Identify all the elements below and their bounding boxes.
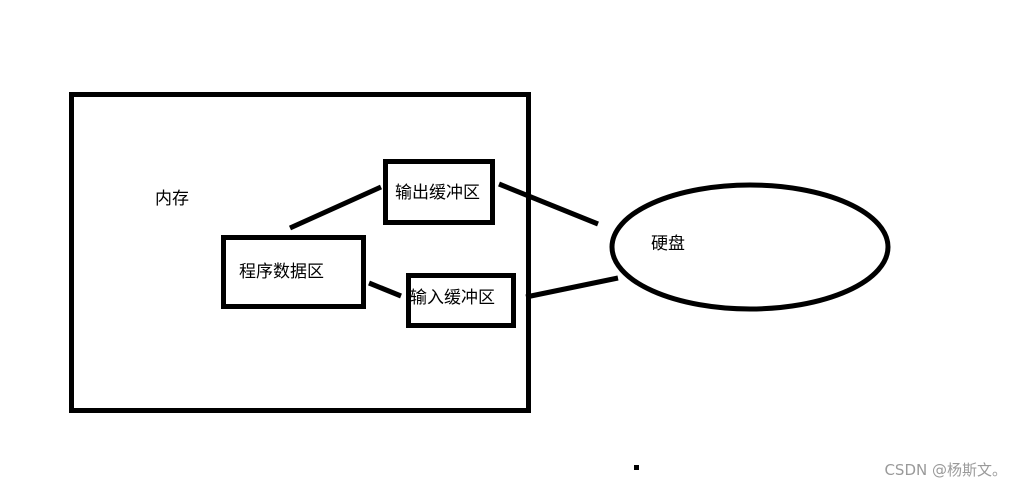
memory-label: 内存 (155, 189, 189, 209)
program-data-label: 程序数据区 (239, 262, 324, 282)
line-program-to-input (368, 280, 402, 299)
input-buffer-label: 输入缓冲区 (410, 288, 495, 308)
output-buffer-label: 输出缓冲区 (395, 183, 480, 203)
watermark: CSDN @杨斯文。 (884, 461, 1007, 479)
stray-dot (634, 465, 639, 470)
program-data-box (221, 235, 366, 309)
input-buffer-box (406, 273, 516, 328)
memory-box (69, 92, 531, 413)
line-output-to-disk (498, 181, 599, 227)
line-input-to-disk (525, 275, 619, 300)
disk-ellipse (609, 182, 891, 312)
disk-label: 硬盘 (651, 234, 685, 254)
output-buffer-box (383, 159, 495, 225)
line-program-to-output (288, 184, 383, 231)
